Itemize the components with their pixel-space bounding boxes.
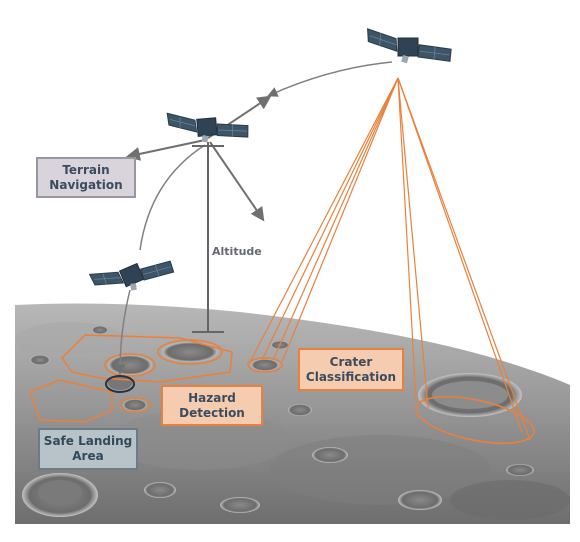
descent-path xyxy=(114,289,131,376)
safe-landing-polygon xyxy=(28,379,113,423)
arrow-icon xyxy=(125,139,206,161)
satellite-icon xyxy=(361,24,455,75)
altitude-indicator xyxy=(192,142,224,333)
satellite-icon xyxy=(162,108,251,150)
trajectory xyxy=(114,61,393,376)
satellite-icon xyxy=(88,258,176,297)
crater-outline xyxy=(247,357,283,373)
crater-outline-large xyxy=(415,395,535,445)
altitude-label: Altitude xyxy=(212,245,262,258)
moon-surface xyxy=(15,303,570,524)
classification-beams xyxy=(249,77,531,441)
motion-vectors xyxy=(125,95,272,222)
crater-outline xyxy=(104,353,156,377)
safe-landing-target xyxy=(105,375,135,393)
landing-region-outlines xyxy=(28,334,535,445)
crater-outline xyxy=(157,339,223,365)
landing-zone-polygon xyxy=(60,334,233,383)
crater-outline xyxy=(119,397,151,413)
arrow-icon xyxy=(209,141,265,222)
